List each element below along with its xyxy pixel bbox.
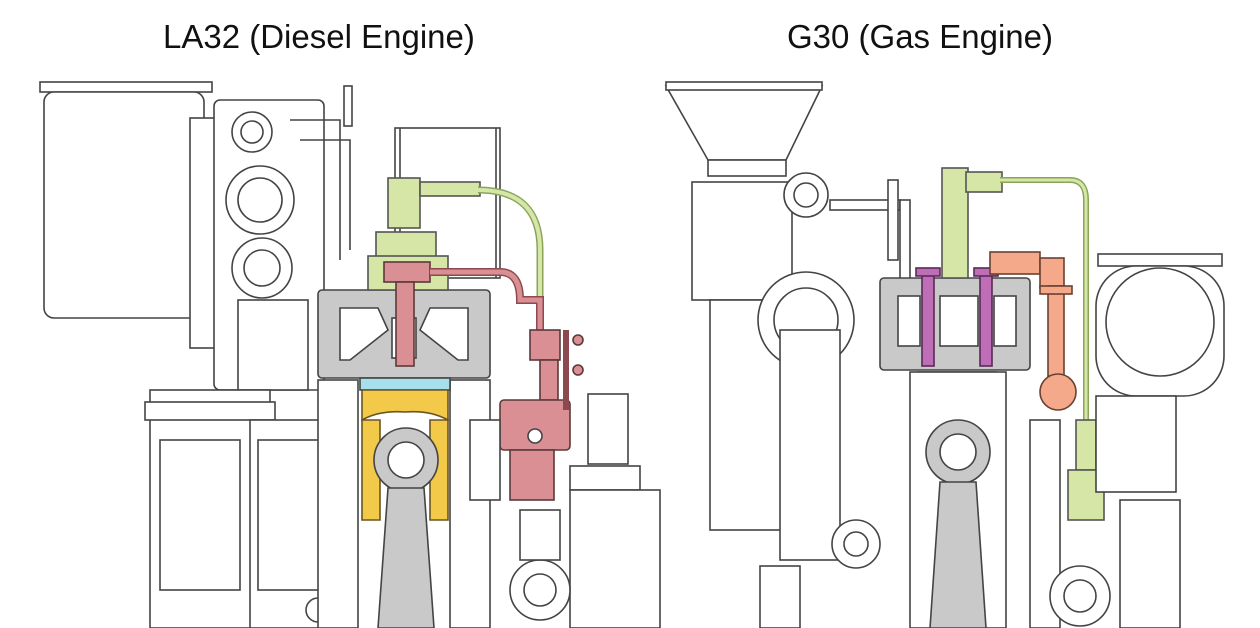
diesel-engine-drawing: [39, 81, 661, 628]
gas-intake-funnel: [664, 81, 824, 177]
diesel-piston: [361, 389, 449, 521]
diesel-auxiliaries: [469, 393, 661, 628]
gas-turbocharger: [1029, 253, 1225, 628]
gas-pilot-injector: [941, 167, 1105, 521]
gas-spark-plugs: [915, 267, 999, 367]
diesel-connecting-rod: [373, 427, 439, 628]
diesel-fuel-pump: [383, 261, 584, 501]
diesel-turbocharger: [213, 85, 353, 391]
gas-engine-title: G30 (Gas Engine): [787, 18, 1053, 55]
gas-connecting-rod: [909, 371, 1007, 628]
gas-cylinder-head: [879, 277, 1031, 371]
gas-engine-drawing: [664, 81, 1225, 628]
gas-admission-valve: [989, 251, 1077, 411]
diesel-combustion-chamber: [359, 377, 451, 391]
diesel-engine-title: LA32 (Diesel Engine): [163, 18, 475, 55]
gas-frame: [691, 172, 911, 628]
diesel-air-cooler: [39, 81, 223, 349]
